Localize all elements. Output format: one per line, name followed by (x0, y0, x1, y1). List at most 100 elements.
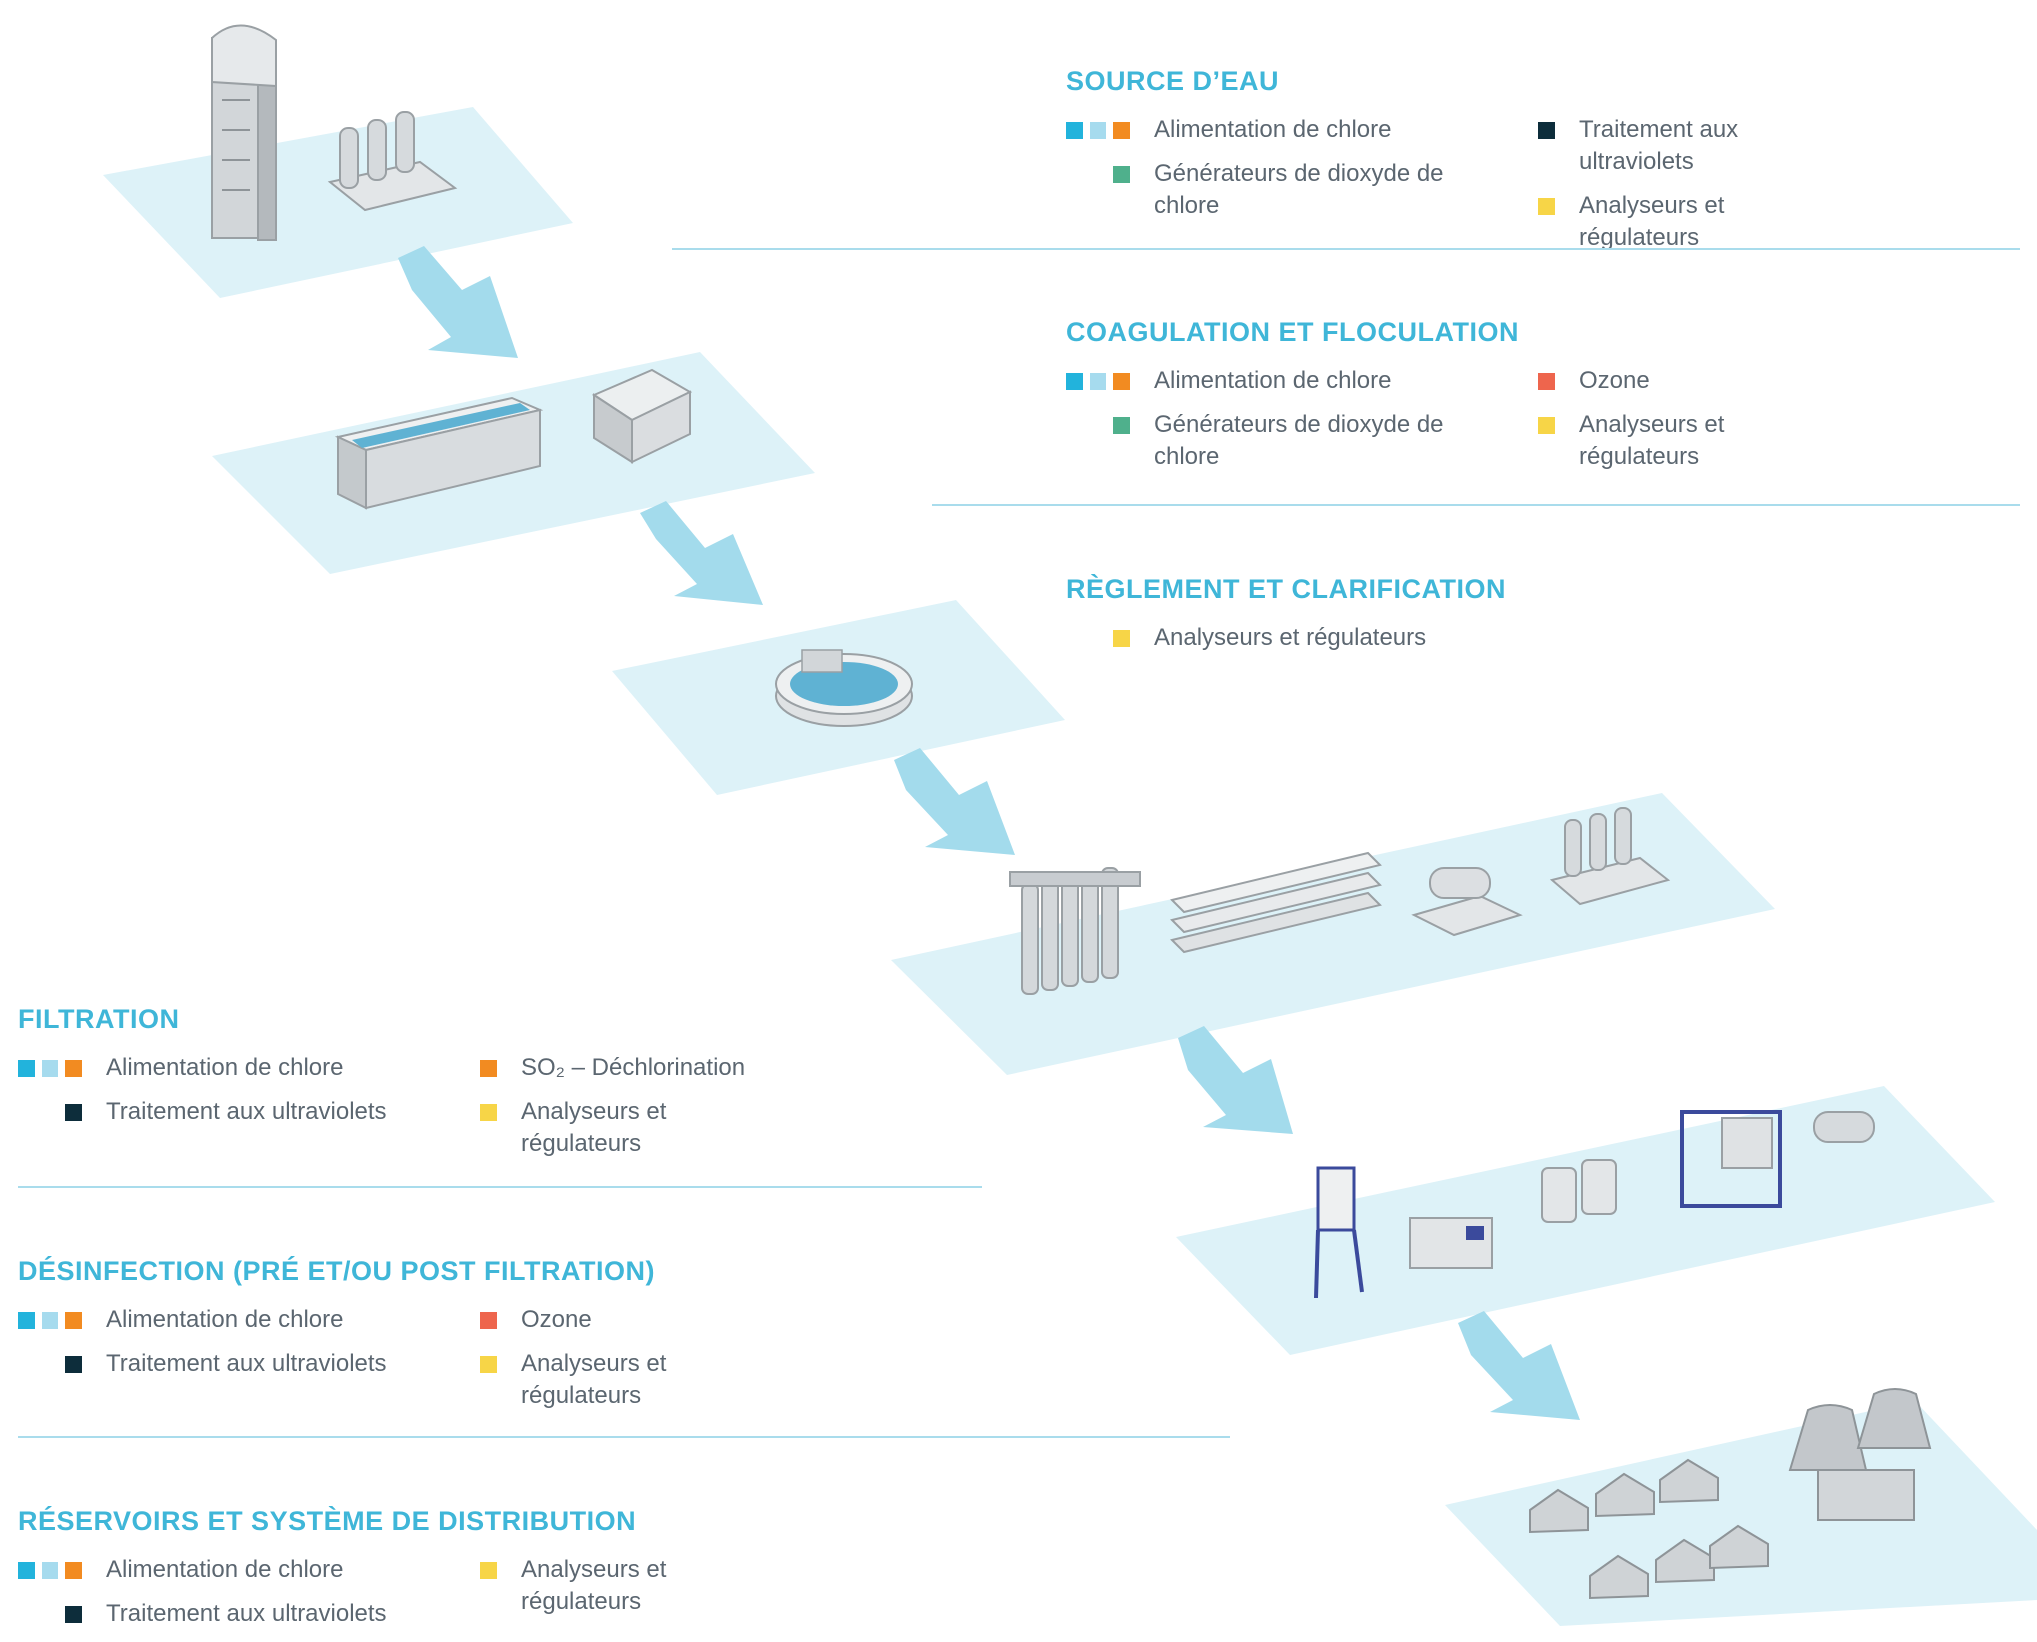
analyzers-swatch-icon (1113, 629, 1130, 647)
legend-column: Analyseurs et régulateurs (1066, 622, 1491, 666)
intake-screen-equipment (211, 24, 277, 241)
flow-arrow-4 (1178, 1026, 1293, 1134)
color-key (1066, 409, 1154, 441)
legend-label: Générateurs de dioxyde de chlore (1154, 160, 1444, 219)
stage-distribution: RÉSERVOIRS ET SYSTÈME DE DISTRIBUTION Ali… (17, 1506, 793, 1642)
legend-item: Traitement aux ultraviolets (18, 1348, 433, 1380)
color-key (18, 1348, 106, 1380)
dosing-skid-equipment (1411, 807, 1671, 937)
chlorine-2-swatch-icon (1089, 121, 1107, 139)
legend-item: Générateurs de dioxyde de chlore (1066, 158, 1491, 222)
membrane-rack-equipment (1009, 867, 1141, 995)
legend-label: Traitement aux ultraviolets (106, 1350, 387, 1377)
legend-label: Ozone (521, 1306, 592, 1333)
uv-swatch-icon (65, 1605, 82, 1623)
divider-2 (932, 504, 2020, 506)
color-key (433, 1554, 521, 1586)
legend-label: Analyseurs et régulateurs (1579, 192, 1725, 251)
pressure-vessel-equipment (1170, 851, 1382, 954)
color-key (1491, 365, 1579, 397)
legend-item: Traitement aux ultraviolets (18, 1096, 433, 1128)
legend-item: Analyseurs et régulateurs (1066, 622, 1491, 654)
legend-label: Ozone (1579, 367, 1650, 394)
color-key (1066, 622, 1154, 654)
legend-item: Analyseurs et régulateurs (1491, 409, 1851, 473)
legend-item: Traitement aux ultraviolets (18, 1598, 433, 1630)
uv-reactor-equipment (327, 111, 458, 212)
legend-label: Alimentation de chlore (106, 1556, 344, 1583)
legend-label: Générateurs de dioxyde de chlore (1154, 411, 1444, 470)
chlorine-1-swatch-icon (17, 1059, 35, 1077)
stage-clarification: RÈGLEMENT ET CLARIFICATION Analyseurs et … (1066, 574, 1506, 666)
color-key (18, 1598, 106, 1630)
chlorine-1-swatch-icon (1065, 372, 1083, 390)
legend-label: Alimentation de chlore (1154, 367, 1392, 394)
legend-label: Analyseurs et régulateurs (1579, 411, 1725, 470)
color-key (17, 1052, 106, 1084)
legend-item: Traitement aux ultraviolets (1491, 114, 1851, 178)
legend-item: Générateurs de dioxyde de chlore (1066, 409, 1491, 473)
stage-title: SOURCE D’EAU (1066, 66, 1280, 96)
legend-label: SO₂ – Déchlorination (521, 1054, 746, 1081)
uv-swatch-icon (65, 1355, 82, 1373)
divider-3 (18, 1186, 982, 1188)
analyzers-swatch-icon (480, 1355, 497, 1373)
flow-arrows (398, 246, 1580, 1420)
ozone-swatch-icon (1538, 372, 1555, 390)
stage-title: COAGULATION ET FLOCULATION (1066, 317, 1519, 347)
analyzers-swatch-icon (480, 1103, 497, 1121)
legend-label: Alimentation de chlore (1154, 116, 1392, 143)
flow-arrow-1 (398, 246, 518, 358)
legend-item: Alimentation de chlore (17, 1304, 433, 1336)
legend-item: Alimentation de chlore (17, 1554, 433, 1586)
chlorine-2-swatch-icon (1089, 372, 1107, 390)
chlorine-1-swatch-icon (1065, 121, 1083, 139)
legend-label: Traitement aux ultraviolets (1579, 116, 1739, 175)
platform-filtration (891, 793, 1775, 1075)
legend-label: Alimentation de chlore (106, 1306, 344, 1333)
divider-1 (672, 248, 2020, 250)
platforms (103, 107, 2037, 1626)
analyzers-swatch-icon (1538, 197, 1555, 215)
color-key (1066, 158, 1154, 190)
chlorine-dioxide-swatch-icon (1113, 416, 1130, 434)
color-key (1491, 190, 1579, 222)
power-plant-equipment (1788, 1388, 1932, 1521)
platform-disinfection (1176, 1086, 1995, 1355)
analyzer-panel-equipment (1314, 1110, 1875, 1299)
color-key (433, 1348, 521, 1380)
legend-item: Ozone (433, 1304, 793, 1336)
ozone-swatch-icon (480, 1311, 497, 1329)
chlorine-dioxide-swatch-icon (1113, 165, 1130, 183)
stage-disinfection: DÉSINFECTION (PRÉ ET/OU POST FILTRATION)… (17, 1256, 793, 1424)
color-key (1065, 365, 1154, 397)
stage-title: RÈGLEMENT ET CLARIFICATION (1066, 574, 1506, 604)
flow-arrow-5 (1458, 1311, 1580, 1420)
legend-item: Analyseurs et régulateurs (433, 1554, 793, 1618)
color-key (433, 1052, 521, 1084)
legend-item: Analyseurs et régulateurs (433, 1348, 793, 1412)
stage-title: DÉSINFECTION (PRÉ ET/OU POST FILTRATION) (18, 1256, 655, 1286)
stage-coagulation: COAGULATION ET FLOCULATION Alimentation d… (1065, 317, 1851, 485)
stage-title: RÉSERVOIRS ET SYSTÈME DE DISTRIBUTION (18, 1506, 637, 1536)
legend-item: Analyseurs et régulateurs (1491, 190, 1851, 254)
flocculation-tank-equipment (334, 396, 544, 510)
analyzers-swatch-icon (1538, 416, 1555, 434)
legend-label: Traitement aux ultraviolets (106, 1098, 387, 1125)
flow-arrow-2 (640, 501, 763, 605)
chlorine-3-swatch-icon (1113, 372, 1130, 390)
chlorine-3-swatch-icon (65, 1561, 82, 1579)
